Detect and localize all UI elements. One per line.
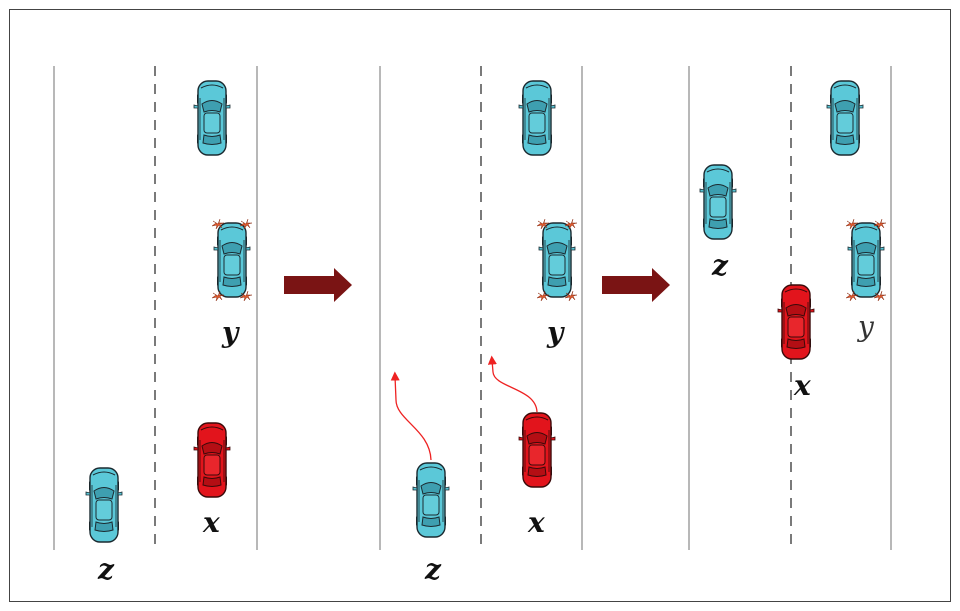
label-x: x	[202, 506, 220, 539]
figure-frame	[9, 9, 951, 602]
label-z: z	[424, 553, 442, 586]
curved-arrow-icon	[487, 355, 538, 413]
car-blue-front	[193, 80, 231, 156]
car-y-hazard	[846, 219, 886, 301]
label-x: x	[793, 369, 811, 402]
label-x: x	[527, 506, 545, 539]
car-x	[777, 284, 815, 360]
car-y-hazard	[212, 219, 252, 301]
curved-arrow-icon	[390, 371, 432, 461]
car-blue-front	[826, 80, 864, 156]
car-x	[518, 412, 556, 488]
label-y: y	[546, 316, 565, 349]
label-y: y	[856, 310, 875, 343]
label-y: y	[221, 316, 240, 349]
label-z: z	[97, 553, 115, 586]
right-arrow-icon	[602, 268, 670, 302]
car-blue-front	[518, 80, 556, 156]
car-z	[85, 467, 123, 543]
label-z: z	[711, 249, 729, 282]
panel-during: y x z	[379, 66, 583, 586]
car-x	[193, 422, 231, 498]
car-z	[699, 164, 737, 240]
right-arrow-icon	[284, 268, 352, 302]
panel-after: y z x	[688, 66, 892, 550]
car-y-hazard	[537, 219, 577, 301]
panel-before: y x z	[53, 66, 258, 586]
car-z	[412, 462, 450, 538]
